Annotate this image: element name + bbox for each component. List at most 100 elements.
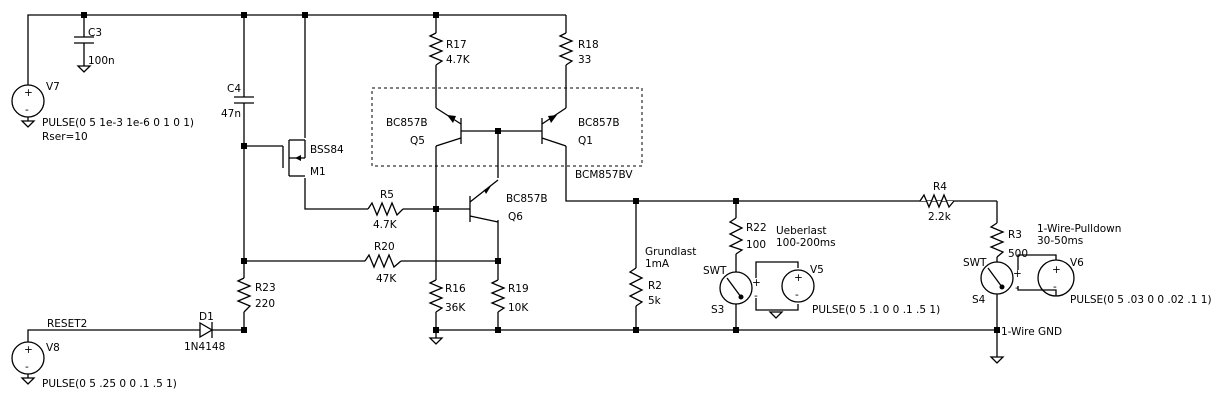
r16-ref: R16 [445, 283, 466, 295]
transistor-q1: BC857B Q1 [541, 107, 620, 147]
q6-model: BC857B [506, 193, 548, 205]
v6-spec: PULSE(0 5 .03 0 0 .02 .1 1) [1070, 294, 1212, 306]
diode-d1: D1 1N4148 [184, 311, 225, 353]
d1-model: 1N4148 [184, 341, 225, 353]
plus-sign: + [1052, 264, 1061, 276]
resistor-r4: R4 2.2k [919, 181, 955, 223]
r3-value: 500 [1008, 248, 1028, 260]
capacitor-c3: C3 100n [74, 27, 115, 73]
minus-sign: - [1053, 281, 1057, 293]
r3-note2: 30-50ms [1037, 235, 1083, 247]
r2-value: 5k [648, 295, 662, 307]
r4-ref: R4 [933, 181, 947, 193]
dual-transistor-package: BCM857BV [371, 87, 643, 181]
plus-sign: + [752, 277, 761, 289]
r16-value: 36K [445, 302, 466, 314]
r3-ref: R3 [1008, 229, 1022, 241]
voltage-switch-s4: SWT S4 + - [963, 257, 1022, 306]
v7-extra: Rser=10 [42, 131, 88, 143]
plus-sign: + [1013, 268, 1022, 280]
gnd-net-label: 1-Wire GND [1001, 326, 1062, 338]
r5-value: 4.7K [373, 219, 398, 231]
pair-label: BCM857BV [575, 169, 633, 181]
v7-ref: V7 [46, 81, 60, 93]
d1-ref: D1 [199, 311, 214, 323]
v5-ref: V5 [810, 264, 824, 276]
v8-spec: PULSE(0 5 .25 0 0 .1 .5 1) [42, 378, 177, 390]
minus-sign: - [795, 289, 799, 301]
r22-value: 100 [746, 239, 766, 251]
r23-value: 220 [255, 298, 275, 310]
minus-sign: - [754, 290, 758, 302]
v5-spec: PULSE(0 5 .1 0 0 .1 .5 1) [812, 304, 940, 316]
v7-spec: PULSE(0 5 1e-3 1e-6 0 1 0 1) [42, 117, 194, 129]
plus-sign: + [24, 87, 33, 99]
r22-ref: R22 [746, 222, 767, 234]
resistor-r20: R20 47K [364, 241, 402, 285]
r20-ref: R20 [374, 241, 395, 253]
c4-value: 47n [221, 108, 241, 120]
junction-dots [81, 12, 1000, 333]
ground-icon [428, 337, 444, 345]
transistor-q6: BC857B Q6 [469, 179, 548, 223]
mosfet-m1: BSS84 M1 [282, 139, 344, 178]
ground-icon [989, 356, 1005, 364]
q1-ref: Q1 [578, 135, 593, 147]
m1-model: BSS84 [310, 144, 344, 156]
c3-value: 100n [88, 55, 115, 67]
s4-ref: S4 [972, 294, 986, 306]
r2-note2: 1mA [645, 258, 670, 270]
r2-note1: Grundlast [645, 246, 696, 258]
plus-sign: + [24, 344, 33, 356]
resistor-r3: R3 500 1-Wire-Pulldown 30-50ms [989, 222, 1121, 260]
r18-ref: R18 [578, 39, 599, 51]
minus-sign: - [25, 104, 29, 116]
v6-ref: V6 [1070, 257, 1084, 269]
resistor-r23: R23 220 [236, 277, 276, 313]
v8-ref: V8 [46, 342, 60, 354]
voltage-switch-s3: SWT S3 + - [703, 265, 784, 319]
r18-value: 33 [578, 54, 591, 66]
r5-ref: R5 [380, 189, 394, 201]
voltage-source-v5: + - V5 PULSE(0 5 .1 0 0 .1 .5 1) [781, 264, 940, 316]
transistor-q5: BC857B Q5 [386, 107, 462, 147]
resistor-r2: Grundlast 1mA R2 5k [628, 246, 696, 307]
r22-note1: Ueberlast [776, 225, 827, 237]
voltage-source-v6: + - V6 PULSE(0 5 .03 0 0 .02 .1 1) [1037, 257, 1212, 306]
ground-icon [20, 377, 36, 385]
s4-model: SWT [963, 257, 987, 269]
q6-ref: Q6 [508, 211, 523, 223]
c4-ref: C4 [227, 83, 241, 95]
r17-ref: R17 [446, 39, 467, 51]
resistor-r19: R19 10K [490, 279, 529, 314]
ground-icon [76, 65, 92, 73]
minus-sign: - [1015, 282, 1019, 294]
resistor-r16: R16 36K [428, 279, 466, 345]
q5-model: BC857B [386, 117, 428, 129]
r22-note2: 100-200ms [776, 237, 836, 249]
one-wire-ground: 1-Wire GND [989, 326, 1062, 364]
c3-ref: C3 [88, 27, 102, 39]
r19-ref: R19 [508, 283, 529, 295]
s3-model: SWT [703, 265, 727, 277]
resistor-r17: R17 4.7K [428, 32, 471, 66]
r3-note1: 1-Wire-Pulldown [1037, 223, 1121, 235]
r23-ref: R23 [255, 282, 276, 294]
s3-ref: S3 [711, 304, 724, 316]
plus-sign: + [794, 272, 803, 284]
ground-icon [768, 311, 784, 319]
voltage-source-v7: + - V7 PULSE(0 5 1e-3 1e-6 0 1 0 1) Rser… [11, 81, 194, 143]
resistor-r22: R22 100 Ueberlast 100-200ms [728, 217, 836, 255]
reset-net-label: RESET2 [47, 318, 87, 330]
r4-value: 2.2k [928, 211, 952, 223]
wires [27, 14, 1057, 378]
voltage-source-v8: RESET2 + - V8 PULSE(0 5 .25 0 0 .1 .5 1) [11, 318, 177, 390]
minus-sign: - [25, 361, 29, 373]
r17-value: 4.7K [446, 54, 471, 66]
capacitor-c4: C4 47n [221, 83, 254, 120]
q5-ref: Q5 [410, 135, 425, 147]
r20-value: 47K [376, 273, 397, 285]
ground-icon [20, 120, 36, 128]
resistor-r5: R5 4.7K [367, 189, 404, 231]
